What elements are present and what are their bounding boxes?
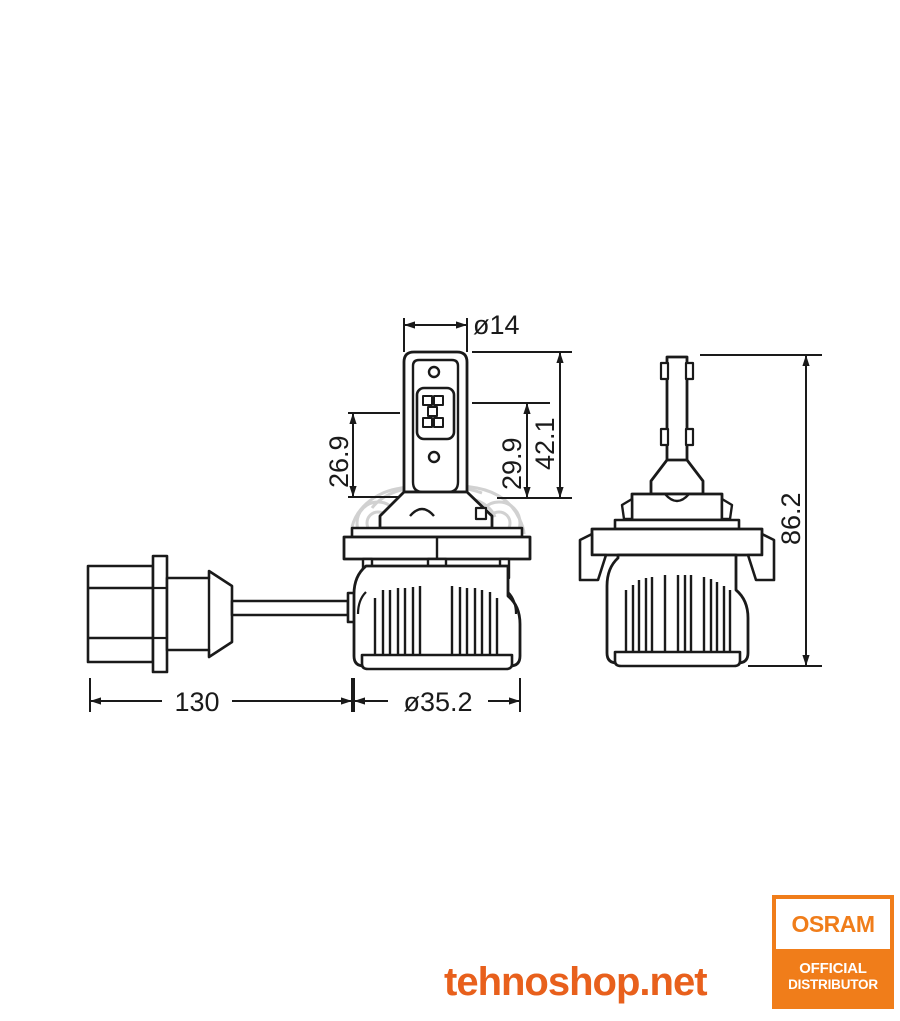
strain-relief-boot (165, 569, 234, 659)
side-shaft (665, 355, 689, 472)
side-flange-main (590, 527, 764, 557)
badge-caption-panel: OFFICIAL DISTRIBUTOR (776, 949, 890, 1005)
side-flange-tab-left (578, 532, 608, 582)
connector-flange (151, 554, 169, 674)
dim-label-29-9: 29.9 (497, 437, 527, 490)
side-heatsink-fins (624, 575, 732, 652)
connector-shell (86, 564, 155, 664)
heatsink-base-ring (360, 653, 514, 671)
shaft-rivet-bottom (427, 450, 441, 464)
side-flange-tab-right (746, 532, 776, 582)
side-shaft-clip-top-left (659, 361, 670, 381)
site-watermark: tehnoshop.net (444, 960, 708, 1004)
badge-line-distributor: DISTRIBUTOR (788, 977, 878, 993)
collar-notch (409, 507, 435, 517)
side-shaft-clip-mid-right (684, 427, 695, 447)
connector-view (86, 554, 368, 674)
badge-line-official: OFFICIAL (799, 959, 867, 977)
osram-logo-text: OSRAM (791, 910, 875, 937)
side-heatsink-base-ring (613, 650, 742, 668)
dimension-dia14 (403, 318, 468, 352)
led-emitter-array (422, 395, 444, 428)
shaft-rivet-top (427, 365, 441, 379)
cable (230, 599, 350, 617)
side-flare (649, 458, 705, 496)
dim-label-130-text: 130 (174, 687, 219, 717)
dimension-26-9 (348, 412, 400, 498)
collar-tab (474, 506, 488, 521)
side-collar-wing-right (720, 497, 734, 521)
dimension-42-1 (472, 351, 572, 499)
side-shaft-clip-top-right (684, 361, 695, 381)
side-shaft-clip-mid-left (659, 427, 670, 447)
badge-brand-panel: OSRAM (776, 899, 890, 949)
heatsink-body (352, 564, 522, 668)
dim-label-dia14: ø14 (473, 310, 520, 340)
dim-label-86-2: 86.2 (776, 492, 806, 545)
side-collar-wing-left (620, 497, 634, 521)
dim-label-42-1: 42.1 (530, 417, 560, 470)
front-view (342, 350, 532, 671)
osram-official-distributor-badge: OSRAM OFFICIAL DISTRIBUTOR (772, 895, 894, 1009)
side-collar-notch (664, 493, 690, 503)
heatsink-fins (373, 586, 499, 655)
side-collar (630, 492, 724, 522)
dimension-86-2 (700, 354, 822, 667)
side-view (578, 355, 776, 668)
dim-label-26-9: 26.9 (324, 435, 354, 488)
dim-label-dia35-2: ø35.2 (403, 687, 472, 717)
